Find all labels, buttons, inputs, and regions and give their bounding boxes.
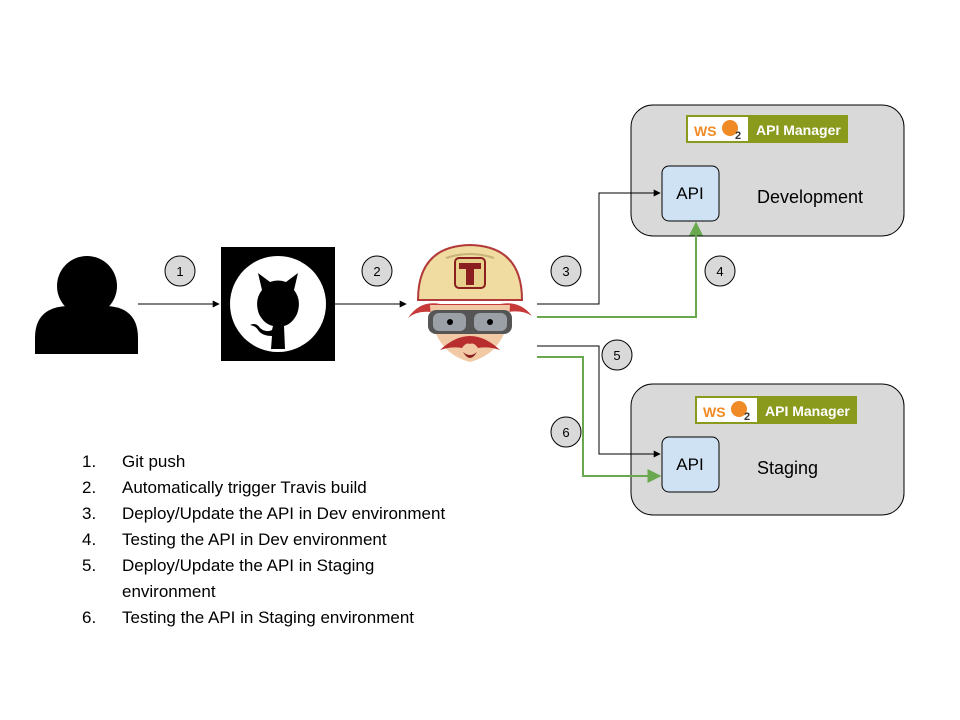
staging-environment: WS 2 API Manager API Staging [630, 383, 905, 516]
step-text: Automatically trigger Travis build [122, 478, 367, 497]
svg-text:5: 5 [613, 348, 620, 363]
list-item: 5. Deploy/Update the API in Staging envi… [82, 553, 492, 605]
step-text: Testing the API in Staging environment [122, 608, 415, 627]
list-item: 3. Deploy/Update the API in Dev environm… [82, 501, 492, 527]
step-number: 6. [82, 608, 97, 627]
step-marker: 1 [164, 255, 196, 287]
list-item: 2. Automatically trigger Travis build [82, 475, 492, 501]
step-marker: 3 [550, 255, 582, 287]
dev-environment-label: Development [757, 187, 863, 207]
list-item: 6. Testing the API in Staging environmen… [82, 605, 492, 631]
arrow-deploy-staging [537, 345, 661, 458]
step-number: 2. [82, 478, 97, 497]
logo-brand-text: WS [703, 404, 726, 420]
step-marker: 6 [550, 416, 582, 448]
arrow-test-staging [537, 356, 662, 483]
logo-brand-text: WS [694, 123, 717, 139]
list-item: 1. Git push [82, 449, 492, 475]
step-text: Deploy/Update the API in Dev environment [122, 504, 446, 523]
arrow-test-dev [537, 221, 703, 318]
step-marker: 4 [704, 255, 736, 287]
travis-ci-icon [408, 243, 532, 362]
logo-brand-suffix: 2 [735, 130, 741, 142]
logo-product-text: API Manager [765, 403, 850, 419]
step-number: 3. [82, 504, 97, 523]
staging-api-box [661, 436, 720, 493]
wso2-logo-icon: WS 2 API Manager [686, 115, 848, 143]
dev-api-label: API [676, 184, 703, 203]
list-item: 4. Testing the API in Dev environment [82, 527, 492, 553]
staging-api-label: API [676, 455, 703, 474]
step-text: Git push [122, 452, 186, 471]
dev-api-box [661, 165, 720, 222]
arrow-deploy-dev [537, 189, 661, 305]
step-number: 1. [82, 452, 97, 471]
step-number: 5. [82, 556, 97, 575]
wso2-logo-icon: WS 2 API Manager [695, 396, 857, 424]
svg-text:2: 2 [373, 264, 380, 279]
github-icon [221, 247, 335, 361]
svg-text:1: 1 [176, 264, 183, 279]
step-marker: 2 [361, 255, 393, 287]
steps-list: 1. Git push 2. Automatically trigger Tra… [82, 449, 492, 631]
staging-environment-label: Staging [757, 458, 818, 478]
step-text: Deploy/Update the API in Staging environ… [122, 556, 375, 601]
step-number: 4. [82, 530, 97, 549]
user-icon [35, 256, 138, 354]
svg-text:6: 6 [562, 425, 569, 440]
step-marker: 5 [601, 339, 633, 371]
step-text: Testing the API in Dev environment [122, 530, 387, 549]
logo-brand-suffix: 2 [744, 411, 750, 423]
development-environment: WS 2 API Manager API Development [630, 104, 905, 237]
logo-product-text: API Manager [756, 122, 841, 138]
svg-text:3: 3 [562, 264, 569, 279]
svg-text:4: 4 [716, 264, 723, 279]
